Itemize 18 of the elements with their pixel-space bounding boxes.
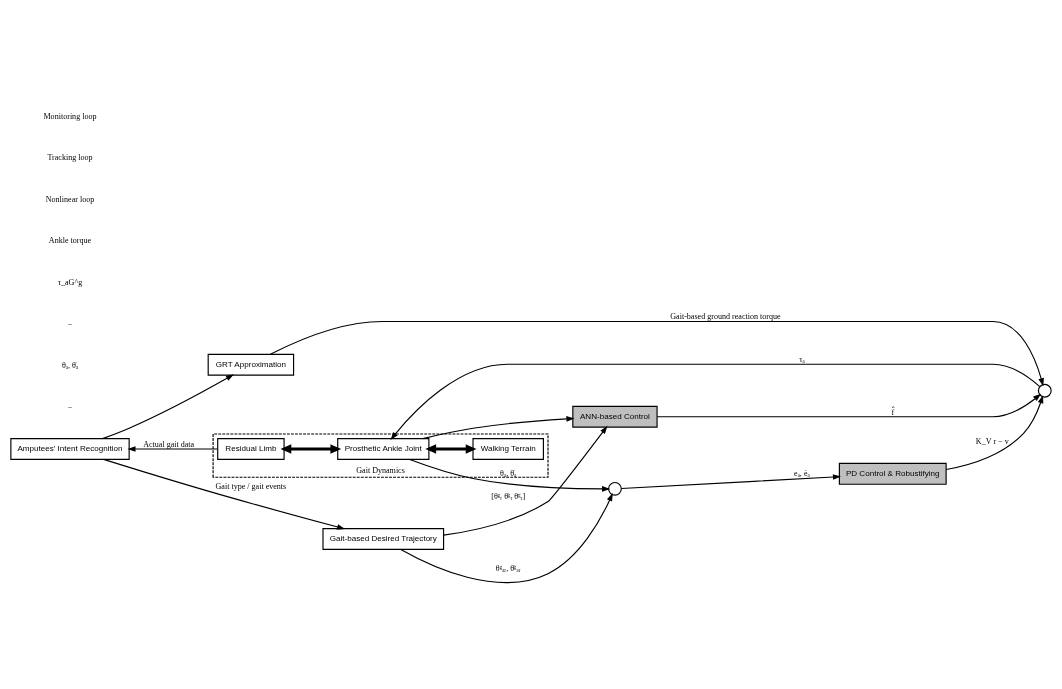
- edge-label: Gait-based ground reaction torque: [670, 312, 781, 322]
- edge-label: [θᵍᵣ θ̇ᵍᵣ θ̈ᵍᵣ]: [491, 492, 526, 502]
- edge-label: θᵍₐᵣ, θ̇ᵍₐᵣ: [495, 564, 521, 574]
- label: −: [67, 319, 73, 329]
- edge-label: eₐ, ėₐ: [794, 469, 810, 479]
- label: Monitoring loop: [43, 111, 97, 121]
- edge-label: Actual gait data: [143, 439, 195, 449]
- label: θₐ, θ̇ₐ: [61, 361, 79, 371]
- label: τ_aG^g: [57, 277, 83, 287]
- label: −: [67, 402, 73, 412]
- edge-label: K_V r − v: [975, 436, 1009, 446]
- edge-label: θₐ, θ̇ₐ: [500, 469, 517, 479]
- edge-label: Gait type / gait events: [215, 481, 287, 491]
- label: Nonlinear loop: [45, 194, 95, 204]
- label: Tracking loop: [47, 153, 93, 163]
- label: Ankle torque: [48, 236, 92, 246]
- edge-label: f̂: [891, 407, 895, 417]
- edge-label: τₐ: [799, 355, 805, 365]
